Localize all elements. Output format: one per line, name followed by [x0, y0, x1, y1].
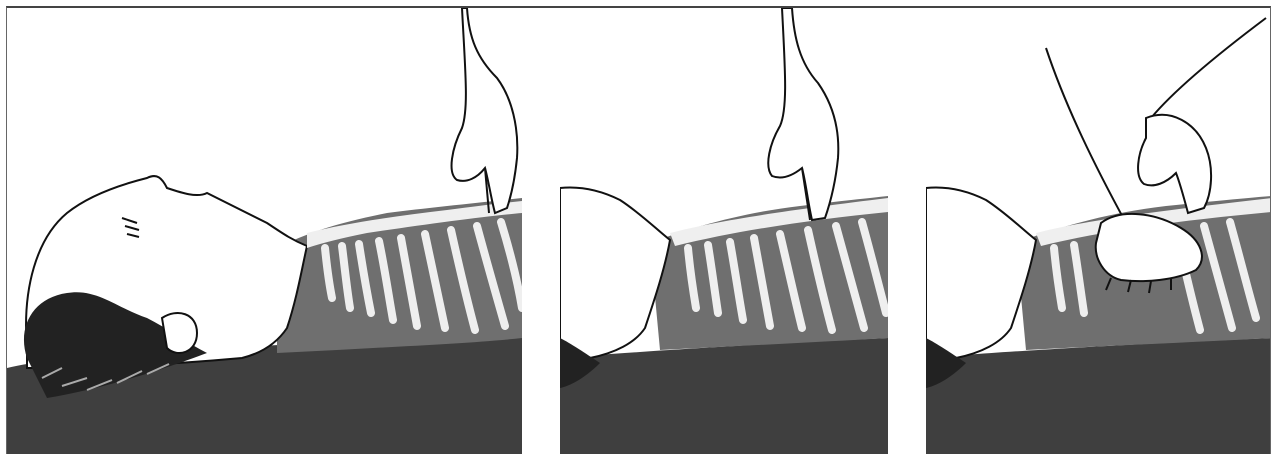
face-neck: [560, 188, 670, 361]
panel-1-locate-sternum-edge: [7, 8, 522, 454]
ear: [162, 313, 197, 353]
panel-3-illustration: [926, 8, 1271, 454]
right-arm: [1151, 18, 1266, 118]
figure-frame: [6, 6, 1271, 454]
pointing-hand: [768, 8, 838, 220]
panel-2-illustration: [560, 8, 888, 454]
torso-shadow: [926, 338, 1271, 454]
left-arm: [1046, 48, 1126, 223]
torso-shadow: [560, 338, 888, 454]
face-neck: [926, 188, 1036, 361]
panel-gutter-2: [888, 8, 926, 454]
panel-3-position-hands: [926, 8, 1271, 454]
panel-gutter-1: [522, 8, 560, 454]
pointing-hand: [452, 8, 518, 213]
panel-2-locate-lower-sternum: [560, 8, 888, 454]
panel-1-illustration: [7, 8, 522, 454]
upper-hand: [1138, 115, 1211, 213]
